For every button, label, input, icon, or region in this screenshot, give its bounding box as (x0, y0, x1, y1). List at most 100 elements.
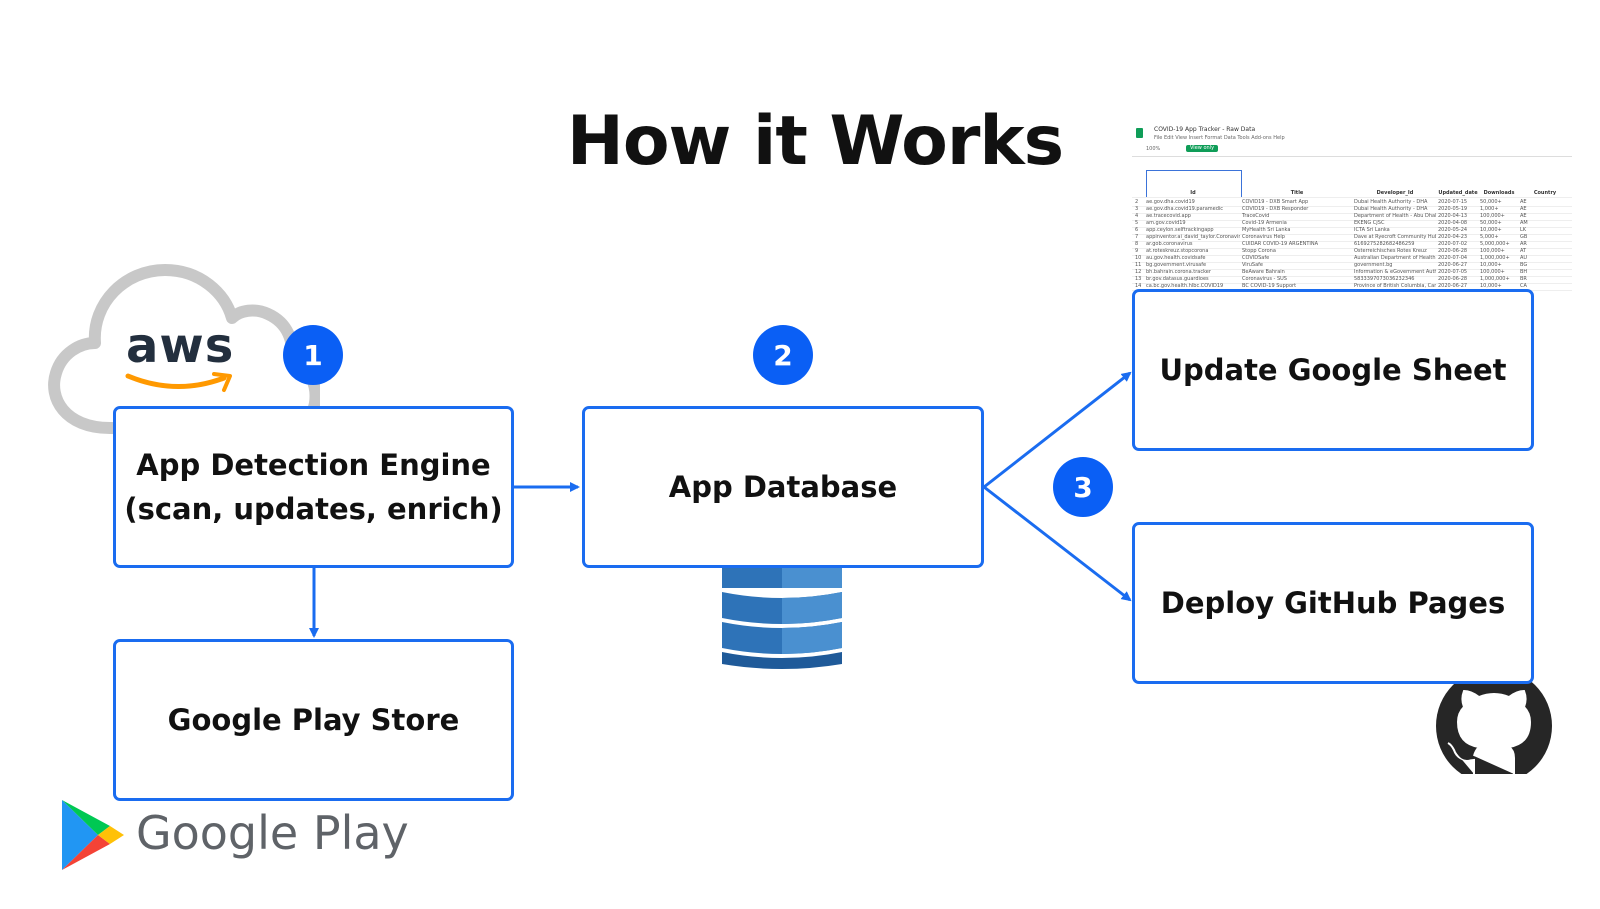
sheet-cell: BG (1520, 262, 1528, 268)
sheet-cell: AT (1520, 248, 1527, 254)
sheet-cell: 2020-07-05 (1438, 269, 1468, 275)
sheet-cell: BeAware Bahrain (1242, 269, 1285, 275)
sheet-cell: AE (1520, 206, 1527, 212)
sheet-cell: GB (1520, 234, 1528, 240)
sheet-cell: 100,000+ (1480, 213, 1505, 219)
sheet-cell: AM (1520, 220, 1528, 226)
sheet-row-number: 8 (1135, 241, 1139, 247)
sheet-cell: 10,000+ (1480, 283, 1502, 289)
sheet-column-header: Country (1533, 190, 1557, 196)
google-play-wordmark: Google Play (136, 806, 409, 860)
sheet-cell: AR (1520, 241, 1527, 247)
sheet-cell: Dave at Ryecroft Community Hub & BITS (1354, 234, 1436, 240)
sheet-cell: Coronavírus - SUS (1242, 276, 1287, 282)
sheet-cell: 2020-07-15 (1438, 199, 1468, 205)
sheet-cell: bh.bahrain.corona.tracker (1146, 269, 1211, 275)
sheet-cell: Information & eGovernment Authority (1354, 269, 1436, 275)
sheet-data-row: 12 bh.bahrain.corona.tracker BeAware Bahra… (1132, 269, 1572, 277)
step-badge-2: 2 (753, 325, 813, 385)
sheet-row-number: 2 (1135, 199, 1139, 205)
sheet-zoom: 100% (1146, 146, 1161, 152)
sheet-cell: 2020-05-24 (1438, 227, 1468, 233)
app-detection-engine-box: App Detection Engine (scan, updates, enr… (113, 406, 514, 568)
sheet-column-header: Developer_Id (1376, 190, 1414, 196)
sheet-cell: ca.bc.gov.health.hlbc.COVID19 (1146, 283, 1224, 289)
sheet-cell: Province of British Columbia, Canada (1354, 283, 1436, 289)
sheet-row-number: 3 (1135, 206, 1139, 212)
google-play-store-box: Google Play Store (113, 639, 514, 801)
sheet-cell: 2020-07-02 (1438, 241, 1468, 247)
sheet-cell: Dubai Health Authority - DHA (1354, 206, 1428, 212)
update-google-sheet-box: Update Google Sheet (1132, 289, 1534, 451)
sheet-cell: TraceCovid (1242, 213, 1270, 219)
sheet-cell: Dubai Health Authority - DHA (1354, 199, 1428, 205)
sheet-cell: app.ceylon.selftrackingapp (1146, 227, 1214, 233)
sheet-row-number: 13 (1135, 276, 1142, 282)
sheet-cell: ae.gov.dha.covid19.paramedic (1146, 206, 1224, 212)
sheet-cell: AE (1520, 213, 1527, 219)
sheet-cell: ae.tracecovid.app (1146, 213, 1191, 219)
sheet-cell: Covid-19 Armenia (1242, 220, 1287, 226)
arrow-database-to-sheet (983, 371, 1132, 489)
sheet-cell: AE (1520, 199, 1527, 205)
database-label: App Database (668, 470, 898, 504)
sheet-row-number: 12 (1135, 269, 1142, 275)
sheet-cell: 1,000,000+ (1480, 276, 1510, 282)
sheet-row-number: 4 (1135, 213, 1139, 219)
sheet-cell: Australian Department of Health (1354, 255, 1436, 261)
sheet-cell: 2020-06-28 (1438, 248, 1468, 254)
sheet-cell: ViruSafe (1242, 262, 1263, 268)
sheet-menu: File Edit View Insert Format Data Tools … (1154, 135, 1285, 141)
sheet-cell: Department of Health - Abu Dhabi (1354, 213, 1436, 219)
sheet-cell: COVID19 - DXB Responder (1242, 206, 1309, 212)
sheet-cell: au.gov.health.covidsafe (1146, 255, 1206, 261)
sheet-row-number: 6 (1135, 227, 1139, 233)
sheet-cell: 5,000,000+ (1480, 241, 1510, 247)
sheet-data-row: 3 ae.gov.dha.covid19.paramedic COVID19 - D… (1132, 206, 1572, 214)
sheet-cell: 2020-05-19 (1438, 206, 1468, 212)
sheet-cell: 2020-06-27 (1438, 262, 1468, 268)
sheet-cell: 5,000+ (1480, 234, 1499, 240)
step-badge-3: 3 (1053, 457, 1113, 517)
sheet-cell: ae.gov.dha.covid19 (1146, 199, 1195, 205)
sheet-cell: 50,000+ (1480, 220, 1502, 226)
sheet-column-header: Updated_date (1438, 190, 1478, 196)
sheet-cell: LK (1520, 227, 1527, 233)
sheet-cell: CUIDAR COVID-19 ARGENTINA (1242, 241, 1319, 247)
sheet-cell: Österreichisches Rotes Kreuz (1354, 248, 1427, 254)
sheet-cell: br.gov.datasus.guardioes (1146, 276, 1209, 282)
sheet-cell: bg.government.virusafe (1146, 262, 1207, 268)
sheet-row-number: 7 (1135, 234, 1139, 240)
deploy-github-pages-box: Deploy GitHub Pages (1132, 522, 1534, 684)
sheet-row-number: 10 (1135, 255, 1142, 261)
sheet-cell: COVID19 - DXB Smart App (1242, 199, 1309, 205)
sheet-cell: 2020-06-28 (1438, 276, 1468, 282)
sheet-data-row: 4 ae.tracecovid.app TraceCovid Department o… (1132, 213, 1572, 221)
sheet-cell: MyHealth Sri Lanka (1242, 227, 1291, 233)
sheet-data-row: 6 app.ceylon.selftrackingapp MyHealth Sri … (1132, 227, 1572, 235)
github-icon (1436, 670, 1552, 774)
sheet-row-number: 5 (1135, 220, 1139, 226)
pages-label: Deploy GitHub Pages (1160, 586, 1506, 620)
sheet-cell: am.gov.covid19 (1146, 220, 1186, 226)
sheet-cell: 2020-04-08 (1438, 220, 1468, 226)
sheet-cell: 2020-06-27 (1438, 283, 1468, 289)
view-only-badge: View only (1186, 145, 1219, 152)
sheet-cell: BC COVID-19 Support (1242, 283, 1297, 289)
app-database-box: App Database (582, 406, 984, 568)
sheet-row-number: 9 (1135, 248, 1139, 254)
spreadsheet-screenshot: COVID-19 App Tracker - Raw Data File Edi… (1132, 122, 1572, 432)
sheet-row-number: 11 (1135, 262, 1142, 268)
sheet-cell: 1,000+ (1480, 206, 1499, 212)
sheet-cell: 100,000+ (1480, 269, 1505, 275)
store-label: Google Play Store (167, 703, 460, 737)
google-play-icon (62, 800, 124, 870)
sheet-column-header: Downloads (1483, 190, 1515, 196)
sheet-cell: EKENG CJSC (1354, 220, 1385, 226)
sheet-cell: ICTA Sri Lanka (1354, 227, 1390, 233)
sheet-cell: 10,000+ (1480, 262, 1502, 268)
